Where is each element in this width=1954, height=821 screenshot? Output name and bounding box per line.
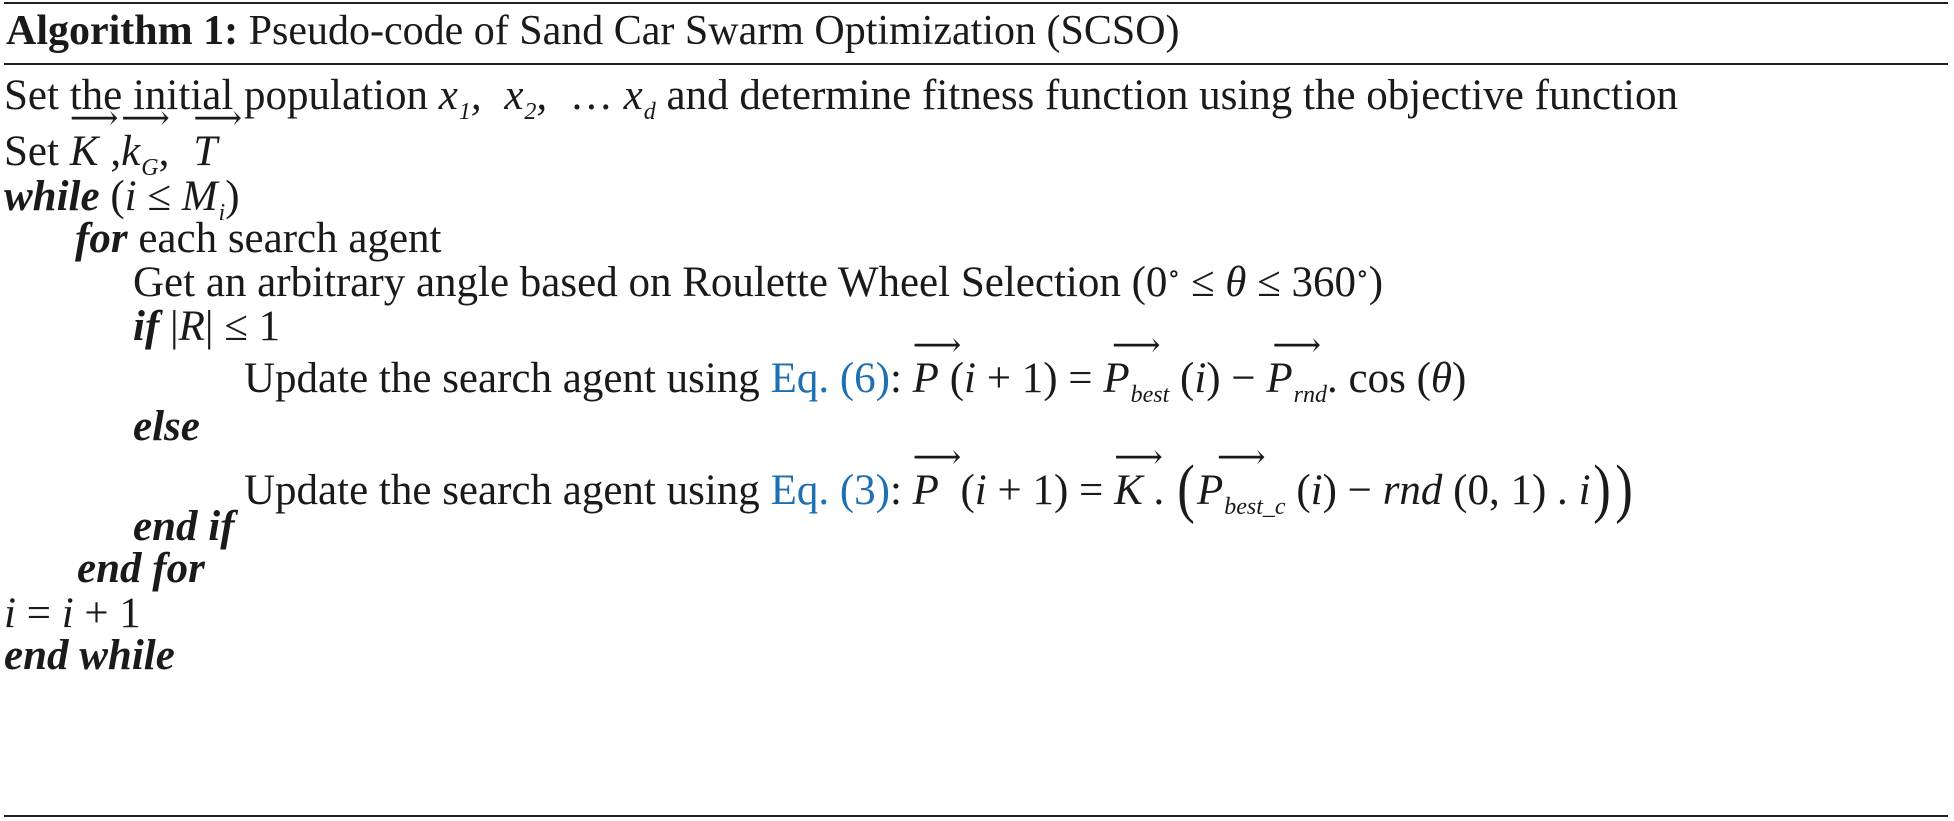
- top-rule: [4, 2, 1948, 4]
- header-rule: [4, 63, 1948, 65]
- line-end-for: end for: [77, 547, 205, 590]
- vector-kg: ⟶kG: [121, 100, 170, 181]
- line-update-eq3: Update the search agent using Eq. (3): ⟶…: [244, 439, 1634, 525]
- line-if: if |R| ≤ 1: [133, 305, 280, 348]
- line-for: for each search agent: [75, 217, 442, 260]
- vector-k: ⟶K: [69, 100, 119, 175]
- keyword-if: if: [133, 303, 160, 350]
- line-update-eq6: Update the search agent using Eq. (6): ⟶…: [244, 327, 1467, 408]
- update-text: Update the search agent using: [244, 355, 760, 402]
- population-math: x1, x2, … xd: [438, 72, 656, 125]
- vector-p-rnd: ⟶Prnd: [1266, 327, 1327, 408]
- algorithm-label: Algorithm 1:: [6, 8, 239, 54]
- line-set-text: Set: [4, 128, 59, 175]
- keyword-end-for: end for: [77, 545, 205, 592]
- eq3-link[interactable]: Eq. (3): [770, 467, 890, 514]
- line-text: Set the initial population: [4, 72, 428, 119]
- bottom-rule: [4, 815, 1948, 817]
- keyword-while: while: [4, 173, 100, 220]
- vector-p-2: ⟶P: [912, 439, 962, 514]
- while-condition: (i ≤ Mi): [110, 173, 240, 226]
- line-arbitrary-angle: Get an arbitrary angle based on Roulette…: [133, 259, 1384, 306]
- vector-p-best: ⟶Pbest: [1103, 327, 1170, 408]
- vector-p-best-c: ⟶Pbest_c: [1196, 439, 1286, 520]
- keyword-end-if: end if: [133, 503, 235, 550]
- keyword-end-while: end while: [4, 632, 175, 679]
- eq3-formula: ⟶P (i + 1) = ⟶K . (⟶Pbest_c (i) − rnd (0…: [912, 439, 1633, 525]
- eq6-formula: ⟶P (i + 1) = ⟶Pbest (i) − ⟶Prnd. cos (θ): [912, 327, 1467, 408]
- vector-t: ⟶T: [193, 100, 243, 175]
- if-condition: |R| ≤ 1: [170, 303, 281, 350]
- keyword-else: else: [133, 403, 200, 450]
- algorithm-caption: Pseudo-code of Sand Car Swarm Optimizati…: [248, 8, 1180, 54]
- algorithm-title: Algorithm 1: Pseudo-code of Sand Car Swa…: [6, 10, 1180, 52]
- line-increment: i = i + 1: [4, 592, 141, 635]
- angle-range: (0∘ ≤ θ ≤ 360∘): [1131, 259, 1384, 306]
- line-end-while: end while: [4, 634, 175, 677]
- line-text-2: and determine fitness function using the…: [666, 72, 1678, 119]
- vector-p: ⟶P: [912, 327, 962, 402]
- line-initial-population: Set the initial population x1, x2, … xd …: [4, 72, 1678, 125]
- line-while: while (i ≤ Mi): [4, 173, 240, 226]
- eq6-link[interactable]: Eq. (6): [770, 355, 890, 402]
- vector-k-2: ⟶K: [1114, 439, 1163, 514]
- increment-formula: i = i + 1: [4, 590, 141, 637]
- angle-text: Get an arbitrary angle based on Roulette…: [133, 259, 1121, 306]
- line-set-parameters: Set ⟶K,⟶kG,⟶T: [4, 100, 243, 181]
- line-end-if: end if: [133, 505, 235, 548]
- line-else: else: [133, 405, 200, 448]
- keyword-for: for: [75, 215, 128, 262]
- update-text-2: Update the search agent using: [244, 467, 760, 514]
- for-text: each search agent: [138, 215, 442, 262]
